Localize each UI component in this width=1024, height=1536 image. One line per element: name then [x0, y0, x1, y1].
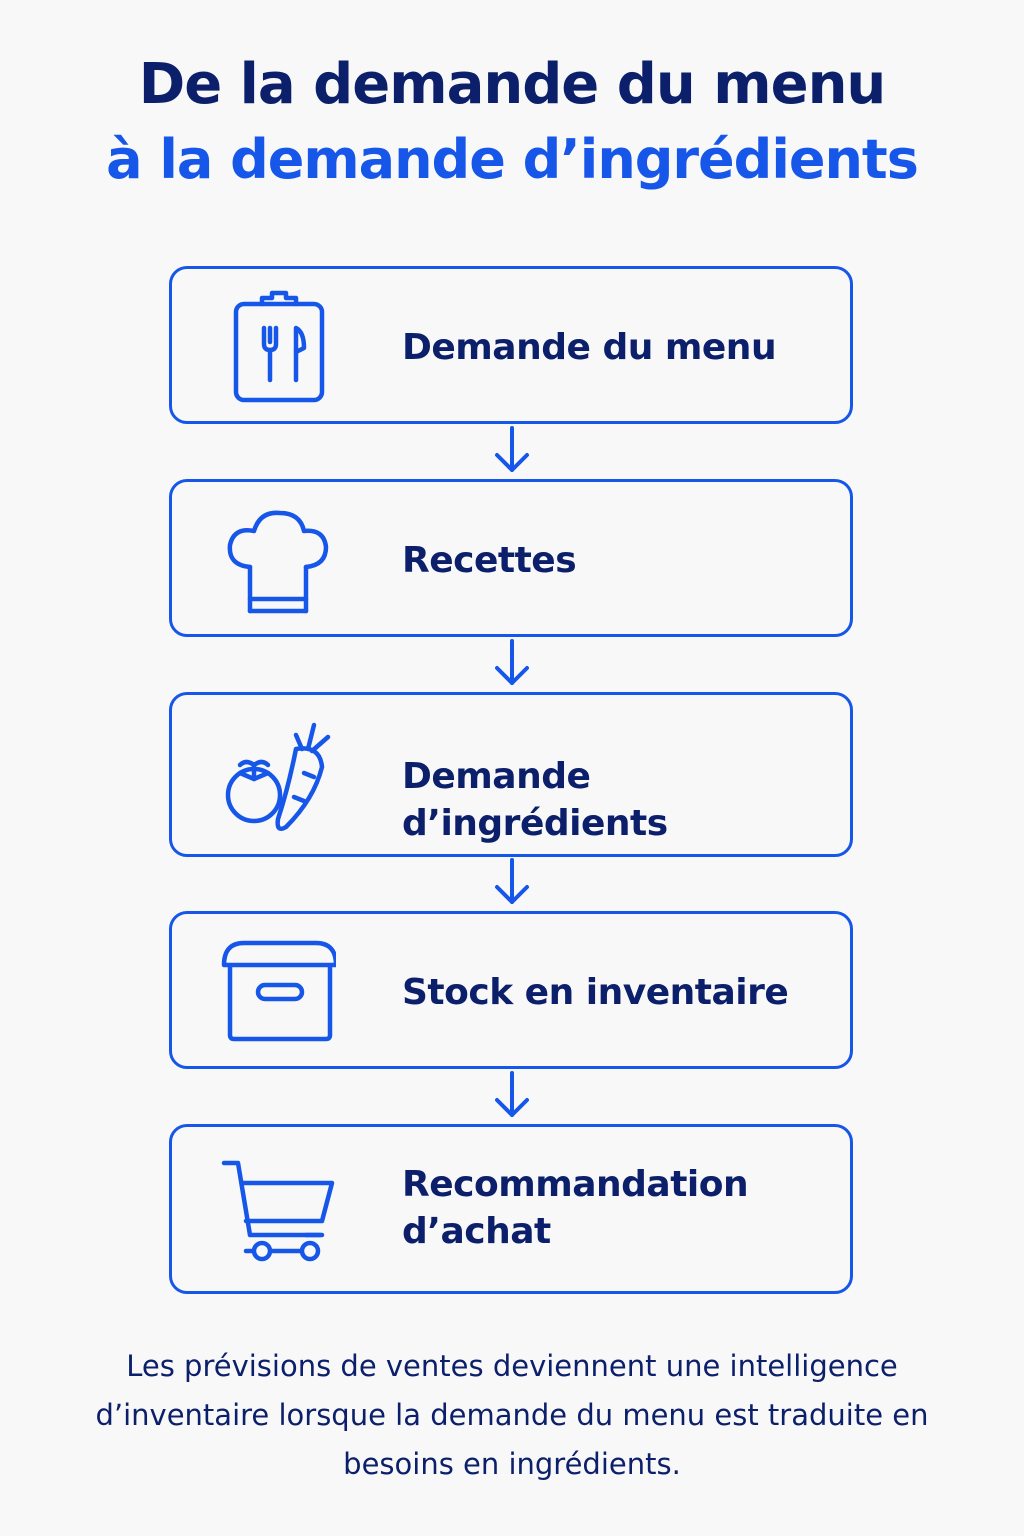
- arrow-down-icon: [492, 639, 532, 689]
- caption: Les prévisions de ventes deviennent une …: [95, 1349, 929, 1481]
- step-recipes: Recettes: [169, 479, 853, 637]
- chef-hat-icon: [216, 501, 336, 621]
- step-label: Recettes: [402, 540, 577, 581]
- step-menu-demand: Demande du menu: [169, 266, 853, 424]
- arrow-down-icon: [492, 1071, 532, 1121]
- step-label: Stock en inventaire: [402, 972, 789, 1013]
- step-purchase-recommendation: Recommandation d’achat: [169, 1124, 853, 1294]
- tomato-carrot-icon: [216, 715, 336, 835]
- step-label: Recommandation d’achat: [402, 1164, 749, 1252]
- arrow-down-icon: [492, 858, 532, 908]
- step-label: Demande d’ingrédients: [402, 756, 668, 844]
- step-inventory-stock: Stock en inventaire: [169, 911, 853, 1069]
- clipboard-utensils-icon: [216, 288, 336, 408]
- step-ingredient-demand: Demande d’ingrédients: [169, 692, 853, 857]
- storage-box-icon: [216, 933, 336, 1053]
- title-line-1: De la demande du menu: [138, 52, 887, 117]
- shopping-cart-icon: [216, 1147, 336, 1267]
- title-line-2: à la demande d’ingrédients: [106, 128, 919, 191]
- step-label: Demande du menu: [402, 327, 777, 368]
- arrow-down-icon: [492, 426, 532, 476]
